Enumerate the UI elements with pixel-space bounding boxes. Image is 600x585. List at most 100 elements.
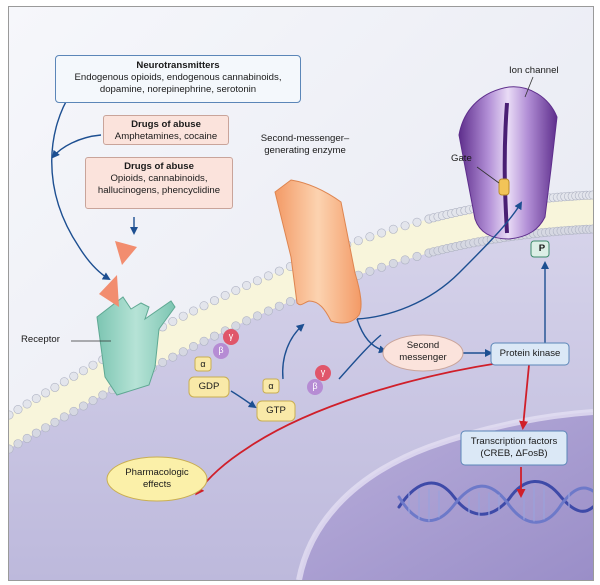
gtp-label: GTP: [266, 405, 286, 416]
membrane-bead: [50, 382, 60, 392]
gate-label: Gate: [451, 153, 472, 164]
membrane-bead: [210, 331, 220, 341]
alpha-subunit-2: [262, 378, 280, 394]
membrane-bead: [78, 366, 88, 376]
membrane-bead: [388, 224, 398, 234]
membrane-bead: [377, 228, 387, 238]
phosphate-label: P: [538, 243, 546, 254]
gate-shape: [498, 178, 510, 196]
membrane-bead: [41, 388, 51, 398]
membrane-bead: [365, 232, 375, 242]
arrow-gdp-to-gtp: [230, 390, 257, 409]
ligand-triangle-1: [115, 241, 137, 265]
membrane-bead: [231, 285, 241, 295]
membrane-bead: [69, 406, 79, 416]
membrane-bead: [59, 412, 69, 422]
neurotransmitters-line1: Endogenous opioids, endogenous cannabino…: [74, 72, 282, 83]
alpha-subunit-1: [194, 356, 212, 372]
drugs-abuse-1-line1: Amphetamines, cocaine: [114, 131, 218, 142]
membrane-bead: [31, 393, 41, 403]
membrane-bead: [285, 296, 295, 306]
ligand-triangle-2: [99, 275, 119, 307]
alpha-label-2: α: [268, 381, 274, 391]
membrane-bead: [210, 296, 220, 306]
second-messenger-enzyme: [274, 179, 362, 324]
receptor-shape: [96, 296, 176, 396]
membrane-bead: [353, 236, 363, 246]
drugs-of-abuse-box-2: Drugs of abuse Opioids, cannabinoids, ha…: [85, 157, 233, 209]
arrow-to-enzyme-2: [338, 334, 382, 380]
enzyme-label-line1: Second-messenger–: [260, 133, 350, 144]
second-messenger-label: Second messenger: [383, 340, 463, 364]
membrane-bead: [263, 306, 273, 316]
membrane-bead: [400, 255, 410, 265]
neurotransmitters-line2: dopamine, norepinephrine, serotonin: [99, 84, 257, 95]
enzyme-label: Second-messenger– generating enzyme: [245, 133, 365, 157]
beta-subunit-1: [213, 343, 229, 359]
protein-kinase-label: Protein kinase: [499, 348, 561, 359]
arrow-enzyme-to-second-messenger: [356, 318, 387, 354]
neurotransmitters-title: Neurotransmitters: [136, 60, 220, 71]
membrane-bead: [199, 301, 209, 311]
drugs-abuse-2-line1: Opioids, cannabinoids,: [110, 173, 208, 184]
arrow-neuro-to-receptor: [51, 92, 111, 281]
gdp-label: GDP: [198, 381, 220, 392]
transcription-factors-label: Transcription factors (CREB, ΔFosB): [461, 436, 567, 460]
receptor-label: Receptor: [21, 334, 60, 345]
arrow-enzyme-to-channel: [356, 201, 523, 320]
membrane-bead: [9, 410, 14, 420]
gtp-box: [256, 400, 296, 422]
membrane-bead: [41, 423, 51, 433]
membrane-bead: [412, 217, 422, 227]
gamma-label-1: γ: [228, 331, 234, 341]
membrane-bead: [189, 306, 199, 316]
beta-label-2: β: [312, 381, 318, 391]
membrane-bead: [199, 336, 209, 346]
gdp-box: [188, 376, 230, 398]
membrane-bead: [377, 262, 387, 272]
membrane-bead: [158, 357, 168, 367]
second-messenger-line2: messenger: [399, 352, 447, 363]
second-messenger-ellipse: [382, 334, 464, 372]
gamma-subunit-1: [223, 329, 239, 345]
membrane-bead: [22, 433, 32, 443]
ion-channel-shape: [458, 86, 558, 240]
gate-leader-line: [476, 166, 500, 184]
membrane-bead: [189, 341, 199, 351]
transcription-factors-box: [460, 430, 568, 466]
arrow-drugs1: [51, 134, 102, 159]
membrane-bead: [98, 390, 108, 400]
drugs-abuse-1-title: Drugs of abuse: [131, 119, 201, 130]
membrane-bead: [88, 360, 98, 370]
transcription-line1: Transcription factors: [470, 436, 558, 447]
pharm-line1: Pharmacologic: [125, 467, 189, 478]
membrane-bead: [59, 377, 69, 387]
membrane-bead: [231, 321, 241, 331]
membrane-bead: [388, 259, 398, 269]
ion-channel-leader-line: [524, 76, 534, 98]
membrane-bead: [50, 417, 60, 427]
enzyme-label-line2: generating enzyme: [264, 145, 346, 156]
ion-channel-label: Ion channel: [509, 65, 559, 76]
drugs-of-abuse-box-1: Drugs of abuse Amphetamines, cocaine: [103, 115, 229, 145]
membrane-bead: [252, 276, 262, 286]
membrane-bead: [274, 301, 284, 311]
drugs-abuse-2-title: Drugs of abuse: [124, 161, 194, 172]
beta-subunit-2: [307, 379, 323, 395]
second-messenger-line1: Second: [406, 340, 440, 351]
alpha-label-1: α: [200, 359, 206, 369]
membrane-bead: [263, 271, 273, 281]
membrane-bead: [69, 371, 79, 381]
gamma-label-2: γ: [320, 367, 326, 377]
membrane-bead: [252, 311, 262, 321]
phosphate-box: [530, 240, 550, 258]
membrane-bead: [220, 290, 230, 300]
arrow-kinase-to-transcription: [519, 364, 530, 430]
transcription-line2: (CREB, ΔFosB): [480, 448, 548, 459]
pharm-effects-ellipse: [106, 456, 208, 502]
dna-helix: [397, 480, 593, 524]
beta-label-1: β: [218, 345, 224, 355]
membrane-bead: [365, 266, 375, 276]
pharm-line2: effects: [142, 479, 172, 490]
membrane-bead: [274, 266, 284, 276]
